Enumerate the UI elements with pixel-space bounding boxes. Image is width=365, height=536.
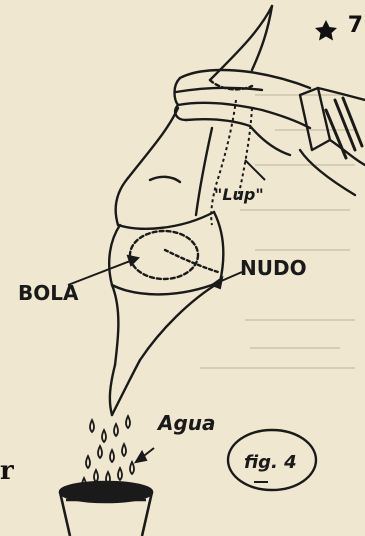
label-lup: "Lup"	[214, 185, 264, 204]
annotation-arrows	[68, 256, 242, 462]
label-nudo: NUDO	[240, 256, 307, 280]
margin-fragment: r	[0, 456, 14, 486]
label-figure: fig. 4	[244, 452, 297, 473]
star-icon	[315, 20, 337, 41]
water-drops	[82, 416, 134, 490]
bowl	[60, 482, 152, 536]
label-agua: Agua	[156, 411, 216, 435]
page-number: 7	[348, 14, 363, 38]
paper-cone	[210, 6, 272, 89]
label-bola: BOLA	[18, 281, 79, 305]
bleed-through-marks	[200, 95, 355, 368]
